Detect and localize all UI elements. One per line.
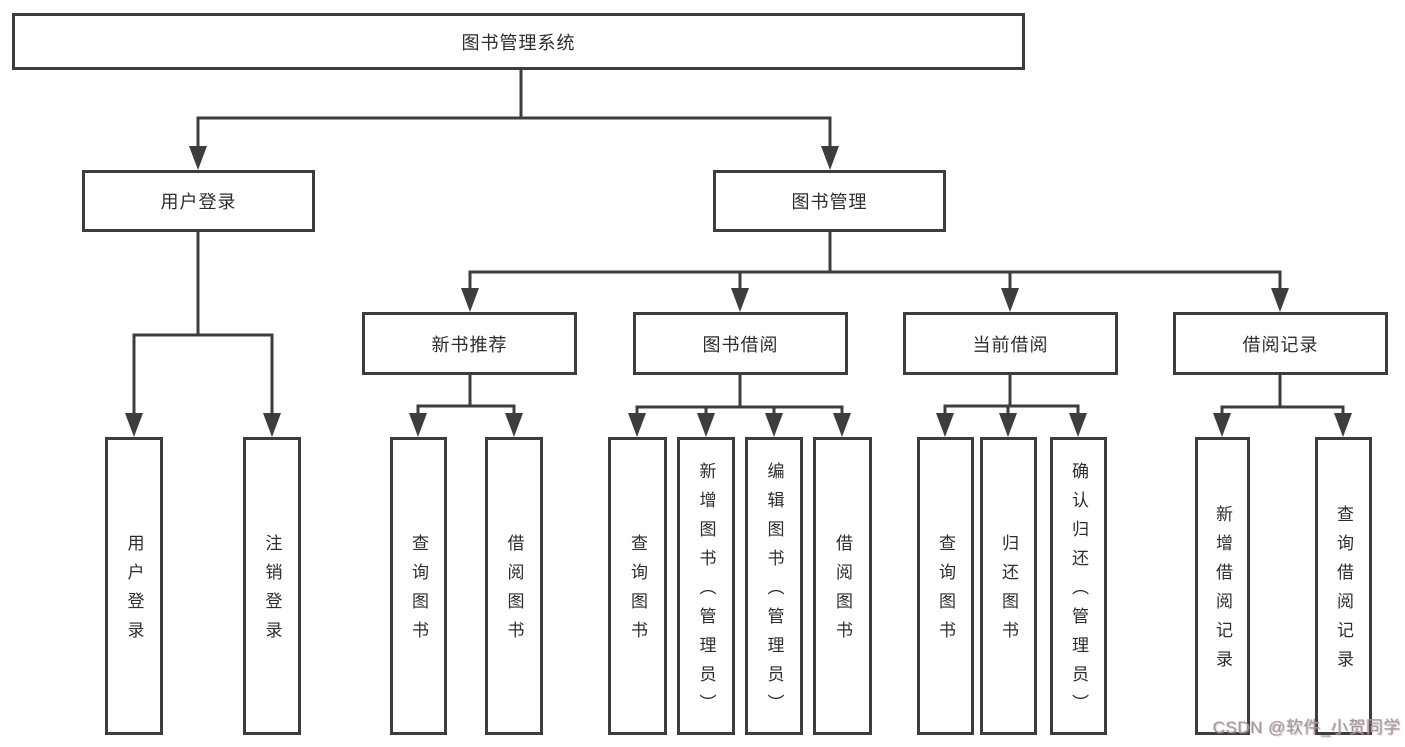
node-book-management-label: 图书管理 [791, 192, 868, 212]
node-current-borrow: 当前借阅 [903, 312, 1118, 375]
leaf-recommend-borrow-books-label: 借阅图书 [504, 534, 524, 650]
node-book-borrow-label: 图书借阅 [702, 334, 779, 355]
leaf-borrow-edit-books-admin: 编辑图书（管理员） [745, 437, 803, 735]
node-user-login: 用户登录 [82, 170, 315, 232]
leaf-records-query-record-label: 查询借阅记录 [1334, 505, 1353, 679]
leaf-user-login-label: 用户登录 [124, 534, 144, 650]
leaf-user-login: 用户登录 [105, 437, 163, 735]
leaf-recommend-query-books: 查询图书 [390, 437, 447, 735]
leaf-borrow-add-books-admin-label: 新增图书（管理员） [696, 461, 716, 723]
leaf-logout: 注销登录 [243, 437, 301, 735]
leaf-borrow-query-books: 查询图书 [608, 437, 667, 735]
node-user-login-label: 用户登录 [160, 192, 237, 212]
leaf-logout-label: 注销登录 [262, 534, 282, 650]
leaf-records-add-record-label: 新增借阅记录 [1213, 505, 1232, 679]
leaf-current-query-books-label: 查询图书 [936, 534, 955, 650]
arrowhead-icons [125, 146, 1352, 437]
node-borrow-records: 借阅记录 [1173, 312, 1388, 375]
leaf-records-add-record: 新增借阅记录 [1195, 437, 1250, 735]
node-new-book-recommend: 新书推荐 [362, 312, 577, 375]
leaf-records-query-record: 查询借阅记录 [1315, 437, 1372, 735]
node-current-borrow-label: 当前借阅 [972, 334, 1049, 355]
node-book-borrow: 图书借阅 [633, 312, 848, 375]
node-root-label: 图书管理系统 [461, 32, 576, 53]
node-root: 图书管理系统 [12, 13, 1025, 70]
node-new-book-recommend-label: 新书推荐 [431, 334, 508, 355]
leaf-current-query-books: 查询图书 [917, 437, 974, 735]
leaf-current-return-books: 归还图书 [980, 437, 1037, 735]
leaf-current-confirm-return-admin: 确认归还（管理员） [1050, 437, 1107, 735]
leaf-borrow-query-books-label: 查询图书 [628, 534, 647, 650]
node-book-management: 图书管理 [713, 170, 946, 232]
leaf-recommend-query-books-label: 查询图书 [409, 534, 428, 650]
leaf-current-return-books-label: 归还图书 [999, 534, 1018, 650]
watermark: CSDN @软件_小贺同学 [1212, 718, 1401, 737]
leaf-recommend-borrow-books: 借阅图书 [485, 437, 543, 735]
leaf-borrow-borrow-books-label: 借阅图书 [833, 534, 852, 650]
leaf-borrow-add-books-admin: 新增图书（管理员） [677, 437, 735, 735]
node-borrow-records-label: 借阅记录 [1242, 334, 1319, 355]
leaf-current-confirm-return-admin-label: 确认归还（管理员） [1069, 461, 1088, 723]
leaf-borrow-edit-books-admin-label: 编辑图书（管理员） [764, 461, 784, 723]
leaf-borrow-borrow-books: 借阅图书 [813, 437, 872, 735]
